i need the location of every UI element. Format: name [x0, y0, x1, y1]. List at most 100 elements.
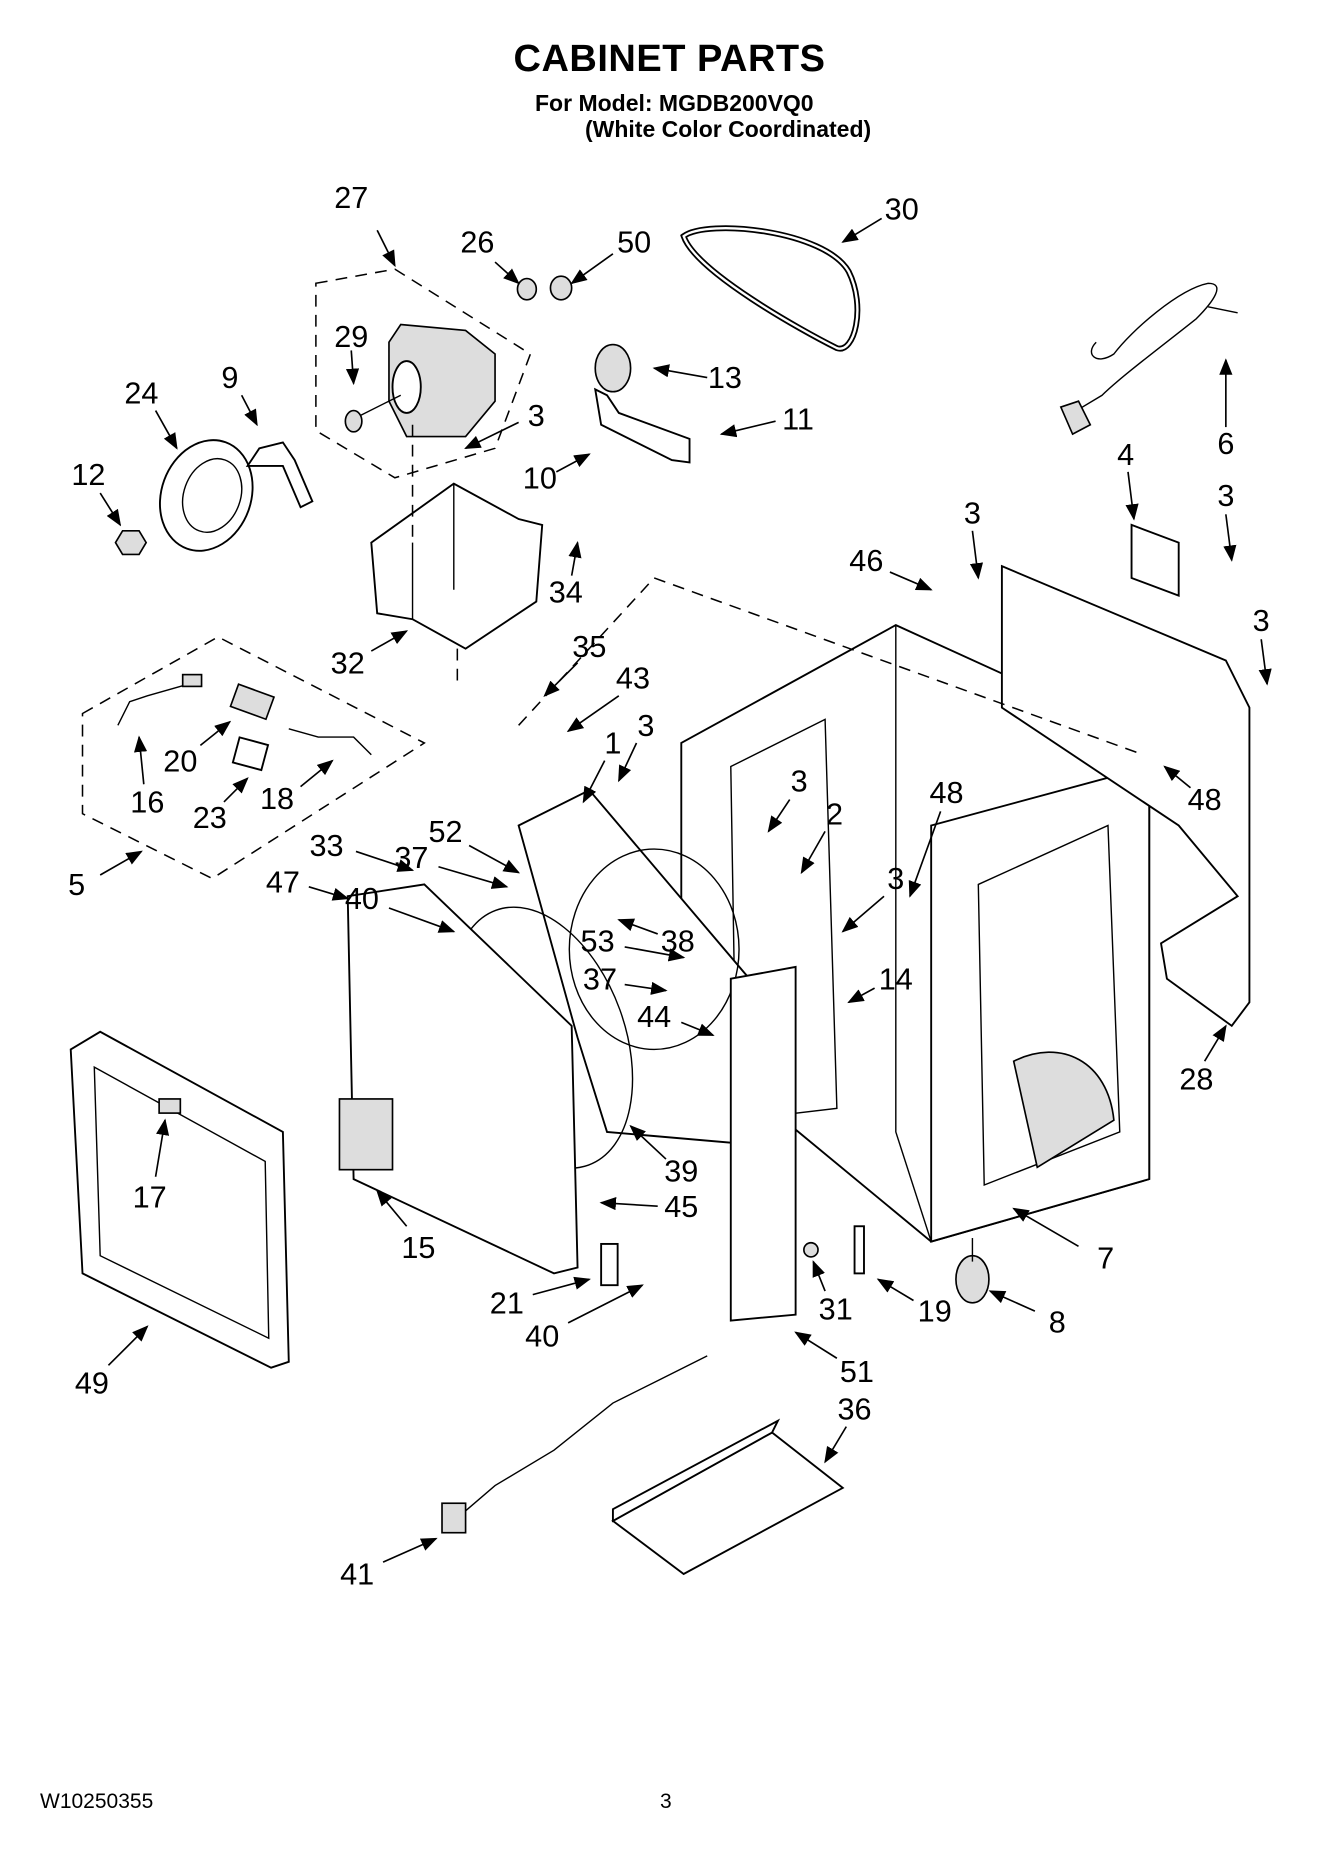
bracket-15: [338, 1098, 394, 1171]
front-panel: [346, 883, 579, 1275]
callout-arrow: [618, 742, 638, 783]
motor-pulley: [344, 409, 363, 433]
motor-mount-bracket: [370, 482, 544, 650]
part-number-label: 15: [401, 1231, 435, 1265]
callout-arrow: [370, 630, 409, 652]
part-number-label: 3: [887, 862, 904, 896]
callout-arrow: [1258, 639, 1272, 686]
part-number-label: 3: [791, 764, 808, 798]
part-number-label: 48: [929, 776, 963, 810]
door: [69, 1030, 290, 1369]
part-number-label: 43: [616, 662, 650, 696]
plug-31: [803, 1241, 819, 1258]
callout-arrow: [794, 1331, 838, 1359]
callout-arrow: [300, 759, 334, 788]
part-number-label: 12: [71, 458, 105, 492]
part-number-label: 33: [309, 829, 343, 863]
motor-assembly-group-outline: [315, 268, 532, 479]
page-number: 3: [660, 1790, 672, 1813]
part-number-label: 38: [661, 925, 695, 959]
callout-arrow: [240, 394, 258, 427]
part-number-label: 46: [849, 544, 883, 578]
callout-arrow: [388, 907, 456, 933]
clip-19: [853, 1225, 865, 1275]
part-number-label: 3: [1253, 604, 1270, 638]
callout-arrow: [382, 1537, 438, 1563]
callout-arrow: [566, 695, 620, 733]
callout-arrow: [376, 1189, 408, 1227]
part-number-label: 44: [637, 1000, 671, 1034]
harness-18: [288, 728, 372, 756]
part-number-label: 36: [838, 1393, 872, 1427]
callout-arrow: [464, 421, 519, 450]
callout-arrow: [355, 850, 415, 872]
door-seal-44: [568, 848, 740, 1051]
part-number-label: 50: [617, 226, 651, 260]
callout-arrow: [570, 253, 614, 285]
callout-arrow: [1012, 1207, 1079, 1247]
power-cord: [1059, 282, 1238, 436]
callout-arrow: [133, 735, 148, 785]
part-number-label: 30: [885, 193, 919, 227]
part-number-label: 26: [460, 226, 494, 260]
callout-arrow: [99, 492, 122, 527]
callout-arrow: [719, 420, 776, 438]
part-number-label: 41: [340, 1558, 374, 1592]
callout-arrow: [99, 850, 143, 876]
callout-arrow: [107, 1325, 149, 1366]
callout-arrow: [824, 1426, 848, 1464]
callout-arrow: [812, 1260, 826, 1292]
callout-arrow: [1203, 1024, 1227, 1062]
callout-arrow: [624, 981, 668, 995]
part-number-label: 37: [583, 962, 617, 996]
part-number-label: 7: [1097, 1242, 1114, 1276]
part-number-label: 9: [221, 361, 238, 395]
callout-arrow: [555, 453, 591, 473]
callout-arrow: [543, 662, 579, 697]
part-number-label: 40: [345, 882, 379, 916]
harness-16: [117, 673, 203, 726]
part-number-label: 39: [664, 1154, 698, 1188]
callout-arrow: [308, 885, 350, 901]
document-number: W10250355: [40, 1790, 154, 1813]
part-number-label: 5: [68, 868, 85, 902]
leveling-leg: [955, 1238, 990, 1304]
hinge-21: [600, 1242, 619, 1287]
switch-20: [229, 683, 276, 721]
side-trim-51: [729, 965, 797, 1322]
bearing-26: [516, 277, 538, 301]
callout-arrow: [154, 1118, 170, 1177]
callout-arrow: [1223, 514, 1237, 562]
part-number-label: 45: [664, 1190, 698, 1224]
callout-arrow: [599, 1197, 658, 1211]
bracket-23: [231, 736, 270, 772]
page-title: CABINET PARTS: [513, 38, 826, 80]
callout-arrow: [652, 364, 708, 379]
nut-12: [114, 529, 148, 556]
callout-arrow: [969, 530, 984, 580]
callout-arrow: [617, 918, 658, 935]
part-number-label: 4: [1117, 438, 1134, 472]
part-number-label: 10: [523, 461, 557, 495]
part-number-label: 3: [964, 497, 981, 531]
access-cover: [1130, 523, 1180, 598]
callout-arrow: [841, 895, 885, 933]
part-number-label: 14: [879, 962, 913, 996]
part-number-label: 31: [819, 1292, 853, 1326]
model-number: For Model: MGDB200VQ0: [535, 90, 814, 116]
part-number-label: 17: [133, 1180, 167, 1214]
cabinet: [680, 624, 1151, 1243]
part-number-label: 47: [266, 866, 300, 900]
drive-belt: [680, 225, 861, 352]
part-number-label: 35: [572, 630, 606, 664]
part-number-label: 8: [1049, 1305, 1066, 1339]
part-number-label: 18: [260, 782, 294, 816]
part-number-label: 3: [1217, 479, 1234, 513]
callout-arrow: [847, 987, 875, 1004]
part-number-label: 27: [334, 181, 368, 215]
part-number-label: 16: [130, 786, 164, 820]
callout-arrow: [1163, 765, 1192, 789]
part-number-label: 2: [826, 797, 843, 831]
